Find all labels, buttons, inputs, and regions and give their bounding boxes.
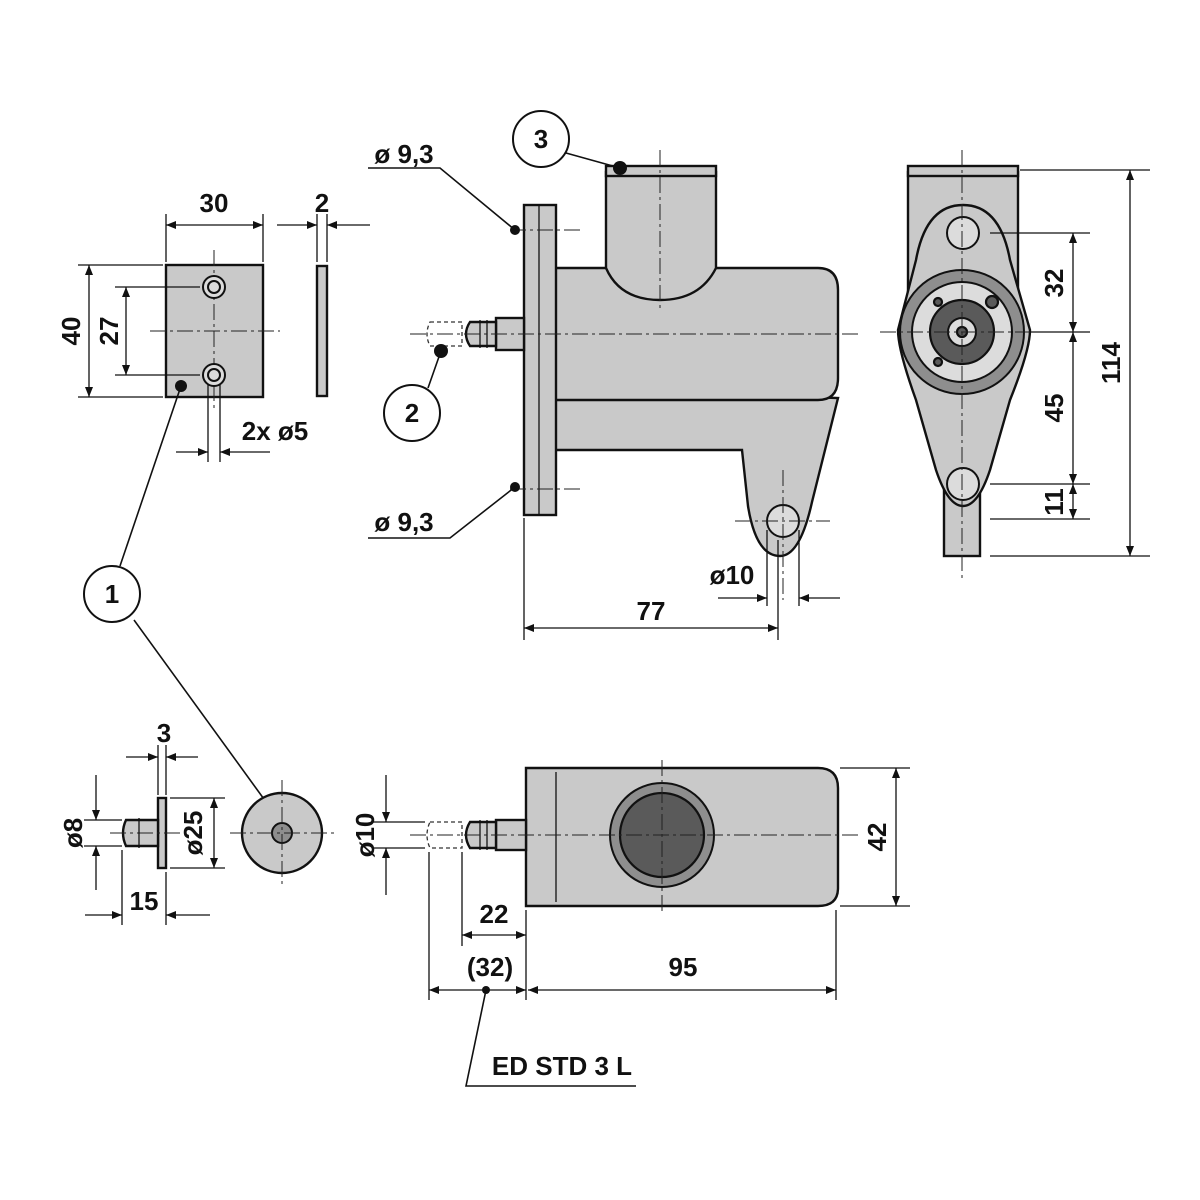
dim-end-upper: 32	[1039, 269, 1069, 298]
dim-plate-thickness: 2	[315, 188, 329, 218]
callout-3-label: 3	[534, 124, 548, 154]
dim-pin-length: 15	[130, 886, 159, 916]
side-view-annotations: ø 9,3 ø 9,3 3 2 77 ø10	[368, 110, 840, 640]
dim-lug-hole: ø10	[710, 560, 755, 590]
lock-body-end	[880, 150, 1050, 580]
model-label: ED STD 3 L	[492, 1051, 632, 1081]
lock-body-top	[410, 760, 860, 915]
dim-end-lower: 45	[1039, 394, 1069, 423]
pin-dimensions: 3 ø8 ø25 15	[58, 718, 225, 925]
dim-body-length-side: 77	[637, 596, 666, 626]
dim-body-length-top: 95	[669, 952, 698, 982]
dim-pin-dia: ø8	[58, 818, 88, 848]
dim-bolt-dia: ø10	[350, 813, 380, 858]
end-view-dimensions: 32 45 11 114	[990, 169, 1150, 557]
dim-plate-width: 30	[200, 188, 229, 218]
strike-pin-front	[230, 780, 334, 886]
dim-flange-hole-bottom: ø 9,3	[374, 507, 433, 537]
strike-plate-front	[150, 250, 280, 412]
dim-bolt-projection-ref: (32)	[467, 952, 513, 982]
dim-plate-height: 40	[56, 317, 86, 346]
callout-1-label: 1	[105, 579, 119, 609]
dim-end-bottom: 11	[1039, 488, 1069, 516]
top-view-dimensions: ø10 42 22 (32) 95 ED STD 3 L	[350, 767, 910, 1087]
callout-2-label: 2	[405, 398, 419, 428]
dim-washer-thickness: 3	[157, 718, 171, 748]
dim-hole-spacing: 27	[94, 317, 124, 346]
dim-end-total: 114	[1096, 341, 1126, 383]
plate-dimensions: 30 2 40 27 2x ø5	[56, 188, 370, 462]
strike-plate-side	[315, 264, 329, 398]
dim-holes: 2x ø5	[242, 416, 309, 446]
dim-flange-hole-top: ø 9,3	[374, 139, 433, 169]
lock-body-side	[410, 150, 860, 600]
strike-pin-side	[110, 796, 180, 870]
dim-body-height: 42	[862, 823, 892, 852]
dim-washer-dia: ø25	[178, 811, 208, 856]
dim-bolt-projection: 22	[480, 899, 509, 929]
